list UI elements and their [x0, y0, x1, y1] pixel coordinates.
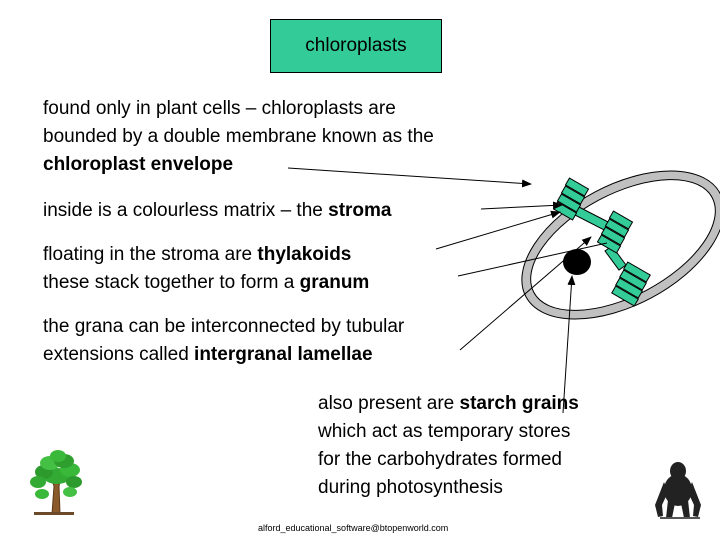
text-line: floating in the stroma are: [43, 244, 258, 265]
text-line: during photosynthesis: [318, 477, 503, 498]
pointer-thylakoids: [435, 210, 561, 250]
term-stroma: stroma: [328, 200, 392, 221]
text-line: extensions called: [43, 344, 195, 365]
text-line: bounded by a double membrane known as th…: [43, 126, 434, 147]
paragraph-thylakoids: floating in the stroma are thylakoids th…: [43, 241, 369, 297]
text-line: found only in plant cells – chloroplasts…: [43, 98, 396, 119]
granum-stack: [611, 261, 651, 307]
starch-grain: [563, 249, 591, 275]
term-intergranal-lamellae: intergranal lamellae: [194, 344, 373, 365]
pointer-envelope: [287, 167, 532, 188]
term-granum: granum: [299, 272, 370, 293]
granum-stack: [596, 210, 634, 254]
text-line: for the carbohydrates formed: [318, 449, 562, 470]
text-line: the grana can be interconnected by tubul…: [43, 316, 405, 337]
granum-stack: [552, 177, 590, 221]
text-line: these stack together to form a: [43, 272, 300, 293]
term-starch-grains: starch grains: [459, 393, 579, 414]
paragraph-lamellae: the grana can be interconnected by tubul…: [43, 313, 404, 369]
paragraph-starch: also present are starch grains which act…: [318, 390, 579, 502]
title-box: chloroplasts: [270, 19, 442, 73]
tree-icon: [30, 450, 82, 515]
page-title: chloroplasts: [305, 35, 407, 56]
text-line: inside is a colourless matrix – the: [43, 200, 329, 221]
pointer-lamellae: [459, 236, 592, 351]
text-line: also present are: [318, 393, 460, 414]
term-thylakoids: thylakoids: [257, 244, 352, 265]
pointer-granum: [457, 242, 608, 277]
gorilla-icon: [655, 462, 701, 519]
pointer-starch: [562, 275, 576, 414]
footer-email: alford_educational_software@btopenworld.…: [258, 523, 449, 533]
stroma: [530, 179, 716, 311]
paragraph-stroma: inside is a colourless matrix – the stro…: [43, 197, 391, 225]
text-line: which act as temporary stores: [318, 421, 571, 442]
pointer-stroma: [480, 201, 563, 210]
term-chloroplast-envelope: chloroplast envelope: [43, 154, 234, 175]
paragraph-envelope: found only in plant cells – chloroplasts…: [43, 95, 434, 179]
